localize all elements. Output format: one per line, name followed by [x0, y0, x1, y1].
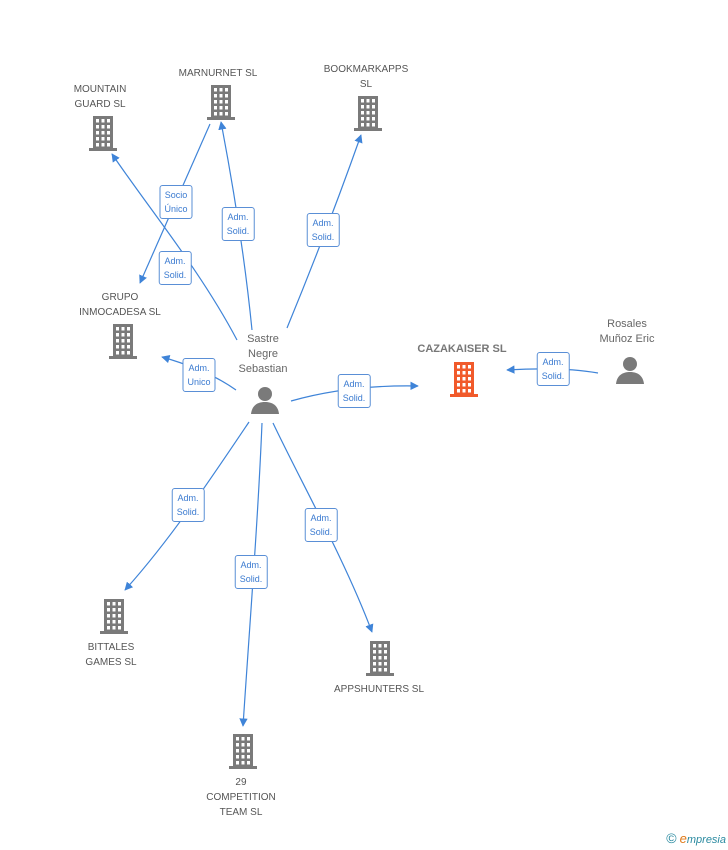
empresia-logo-icon: e	[679, 831, 687, 846]
edge-label[interactable]: Adm. Solid.	[234, 555, 268, 589]
edge-sastre-mountain	[111, 153, 238, 341]
building-icon[interactable]	[108, 322, 138, 365]
node-label-sastre[interactable]: Sastre Negre Sebastian	[238, 333, 288, 375]
building-icon[interactable]	[228, 732, 258, 775]
building-icon[interactable]	[206, 83, 236, 126]
edge-label[interactable]: Adm. Solid.	[221, 207, 255, 241]
edge-label[interactable]: Adm. Solid.	[536, 352, 570, 386]
node-label-marnurnet[interactable]: MARNURNET SL	[178, 68, 258, 79]
building-icon[interactable]	[99, 597, 129, 640]
building-icon[interactable]	[88, 114, 118, 157]
person-icon[interactable]	[250, 385, 280, 420]
node-label-appshunters[interactable]: APPSHUNTERS SL	[333, 684, 425, 695]
edge-label[interactable]: Adm. Solid.	[158, 251, 192, 285]
building-icon[interactable]	[449, 360, 479, 403]
node-label-cazakaiser[interactable]: CAZAKAISER SL	[417, 343, 507, 355]
empresia-footer[interactable]: © empresia	[666, 830, 726, 846]
edge-label[interactable]: Adm. Solid.	[304, 508, 338, 542]
edge-label[interactable]: Socio Único	[159, 185, 193, 219]
node-label-bookmarkapps[interactable]: BOOKMARKAPPS SL	[323, 64, 409, 90]
copyright-icon: ©	[666, 830, 677, 846]
node-label-grupo[interactable]: GRUPO INMOCADESA SL	[79, 292, 161, 318]
person-icon[interactable]	[615, 355, 645, 390]
building-icon[interactable]	[353, 94, 383, 137]
edge-label[interactable]: Adm. Solid.	[171, 488, 205, 522]
node-label-competition[interactable]: 29 COMPETITION TEAM SL	[206, 777, 276, 818]
brand-name: mpresia	[686, 834, 726, 846]
edge-label[interactable]: Adm. Solid.	[337, 374, 371, 408]
building-icon[interactable]	[365, 639, 395, 682]
edge-label[interactable]: Adm. Solid.	[306, 213, 340, 247]
node-label-rosales[interactable]: Rosales Muñoz Eric	[599, 318, 655, 345]
node-label-mountain[interactable]: MOUNTAIN GUARD SL	[73, 84, 127, 110]
edge-label[interactable]: Adm. Unico	[182, 358, 216, 392]
node-label-bittales[interactable]: BITTALES GAMES SL	[85, 642, 137, 668]
